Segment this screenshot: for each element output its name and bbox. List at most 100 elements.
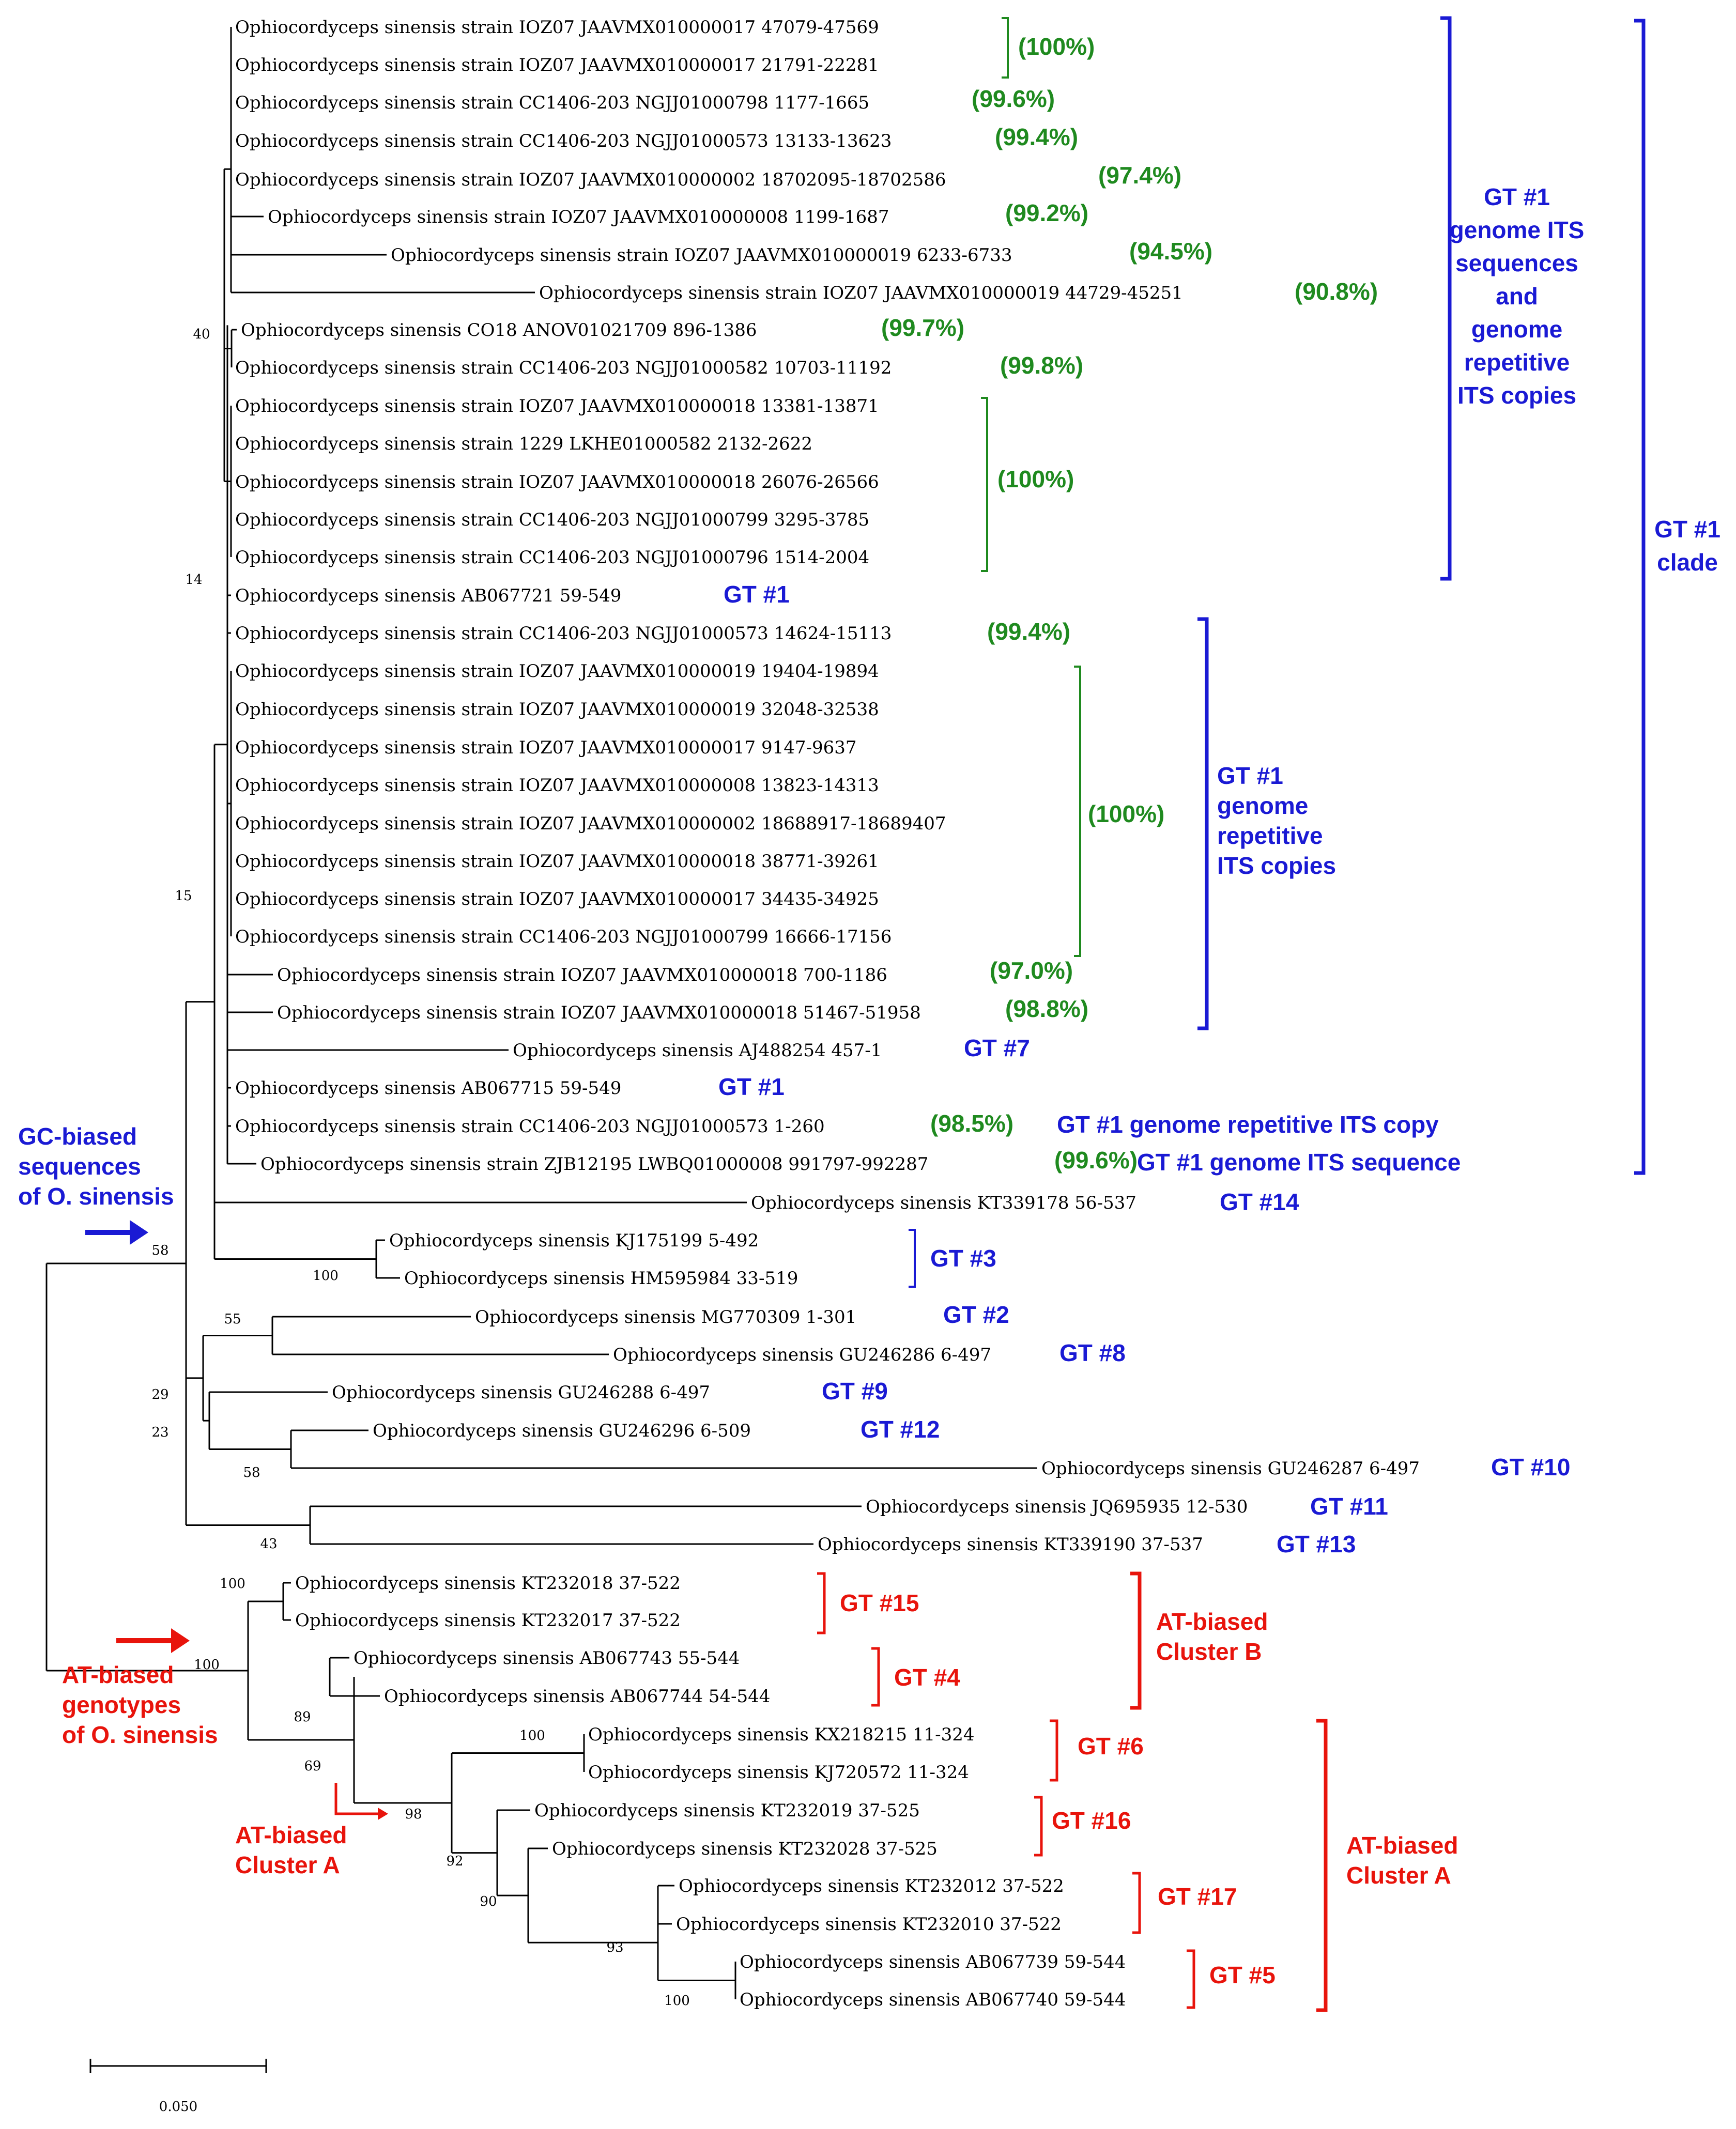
genotype-label: GT #4	[894, 1664, 960, 1691]
taxon-label: Ophiocordyceps sinensis KT339178 56-537	[751, 1193, 1136, 1213]
taxon-label: Ophiocordyceps sinensis MG770309 1-301	[475, 1307, 856, 1328]
group-bracket	[909, 1229, 916, 1288]
similarity-label: (98.8%)	[1005, 995, 1088, 1022]
taxon-label: Ophiocordyceps sinensis strain IOZ07 JAA…	[235, 813, 946, 834]
similarity-label: (99.8%)	[1000, 352, 1083, 379]
taxon-label: Ophiocordyceps sinensis strain IOZ07 JAA…	[235, 396, 879, 416]
taxon-label: Ophiocordyceps sinensis KT232017 37-522	[295, 1610, 681, 1631]
bootstrap-value: 55	[224, 1312, 241, 1327]
group-label-gt1-genome: genome	[1471, 316, 1562, 343]
taxon-label: Ophiocordyceps sinensis strain IOZ07 JAA…	[235, 17, 879, 38]
taxon-label: Ophiocordyceps sinensis strain IOZ07 JAA…	[277, 1002, 921, 1023]
bootstrap-value: 69	[304, 1758, 321, 1774]
similarity-label: (100%)	[1088, 800, 1164, 827]
genotype-label: GT #14	[1220, 1189, 1299, 1215]
bootstrap-value: 100	[220, 1576, 245, 1592]
taxon-label: Ophiocordyceps sinensis KT339190 37-537	[818, 1534, 1203, 1555]
group-bracket	[981, 397, 988, 572]
taxon-label: Ophiocordyceps sinensis KT232010 37-522	[676, 1914, 1062, 1935]
group-label-gt1-genome: sequences	[1455, 250, 1578, 276]
taxon-label: Ophiocordyceps sinensis strain IOZ07 JAA…	[391, 245, 1012, 266]
taxon-label: Ophiocordyceps sinensis AB067721 59-549	[235, 585, 621, 606]
bootstrap-value: 100	[313, 1268, 339, 1284]
genotype-label: GT #6	[1078, 1733, 1144, 1760]
at-biased-arrow-head	[171, 1628, 190, 1653]
bootstrap-value: 29	[151, 1387, 168, 1402]
genotype-label: GT #9	[822, 1378, 888, 1405]
taxon-label: Ophiocordyceps sinensis CO18 ANOV0102170…	[241, 320, 757, 341]
bootstrap-value: 43	[260, 1536, 277, 1552]
genotype-label: GT #15	[840, 1590, 919, 1616]
taxon-label: Ophiocordyceps sinensis KJ720572 11-324	[588, 1762, 969, 1783]
similarity-label: (99.6%)	[1054, 1147, 1138, 1174]
group-label-at-biased-genotypes: genotypes	[62, 1691, 181, 1718]
taxon-label: Ophiocordyceps sinensis strain IOZ07 JAA…	[235, 169, 946, 190]
bootstrap-value: 92	[446, 1854, 463, 1869]
taxon-label: Ophiocordyceps sinensis strain CC1406-20…	[235, 927, 892, 947]
group-bracket-gt1-repetitive	[1197, 617, 1209, 1030]
similarity-label: (90.8%)	[1295, 278, 1378, 305]
group-label-gc-biased: of O. sinensis	[18, 1183, 174, 1210]
taxon-label: Ophiocordyceps sinensis KT232018 37-522	[295, 1573, 681, 1594]
group-label-at-cluster-a: AT-biased	[1346, 1832, 1458, 1859]
taxon-label: Ophiocordyceps sinensis GU246287 6-497	[1041, 1458, 1420, 1479]
taxon-label: Ophiocordyceps sinensis strain IOZ07 JAA…	[235, 889, 879, 909]
group-label-gc-biased: sequences	[18, 1153, 141, 1180]
group-bracket	[1074, 666, 1081, 957]
taxon-label: Ophiocordyceps sinensis strain IOZ07 JAA…	[539, 283, 1183, 303]
genotype-label: GT #10	[1491, 1454, 1570, 1480]
group-label-gt1-genome: repetitive	[1464, 349, 1570, 376]
genotype-label: GT #13	[1277, 1531, 1356, 1557]
genotype-label: GT #5	[1209, 1962, 1276, 1988]
group-bracket-gt1-genome	[1440, 16, 1452, 581]
genotype-label: GT #12	[861, 1416, 940, 1443]
similarity-label: (99.4%)	[987, 618, 1070, 645]
bootstrap-value: 93	[606, 1940, 623, 1955]
bootstrap-value: 58	[243, 1465, 260, 1480]
group-bracket	[1132, 1872, 1141, 1934]
taxon-label: Ophiocordyceps sinensis strain CC1406-20…	[235, 1116, 825, 1137]
taxon-label: Ophiocordyceps sinensis JQ695935 12-530	[866, 1497, 1248, 1517]
taxon-label: Ophiocordyceps sinensis KT232019 37-525	[534, 1800, 920, 1821]
bootstrap-value: 98	[405, 1807, 422, 1822]
taxon-label: Ophiocordyceps sinensis strain CC1406-20…	[235, 131, 892, 151]
taxon-label: Ophiocordyceps sinensis HM595984 33-519	[404, 1268, 798, 1289]
taxon-label: Ophiocordyceps sinensis GU246288 6-497	[332, 1382, 710, 1403]
taxon-label: Ophiocordyceps sinensis KX218215 11-324	[588, 1724, 974, 1745]
bootstrap-value: 58	[151, 1243, 168, 1258]
taxon-label: Ophiocordyceps sinensis strain 1229 LKHE…	[235, 434, 812, 454]
bootstrap-value: 100	[194, 1657, 220, 1673]
similarity-label: (100%)	[1018, 33, 1095, 60]
similarity-label: (100%)	[997, 466, 1074, 492]
group-label-gt1-genome: and	[1496, 283, 1538, 310]
group-bracket	[817, 1572, 826, 1634]
similarity-label: (98.5%)	[930, 1110, 1013, 1137]
taxon-label: Ophiocordyceps sinensis strain IOZ07 JAA…	[235, 851, 879, 872]
group-label-at-cluster-b: Cluster B	[1156, 1638, 1262, 1665]
bootstrap-value: 23	[151, 1425, 168, 1440]
similarity-label: (94.5%)	[1129, 238, 1212, 265]
genotype-label: GT #3	[930, 1245, 996, 1272]
taxon-label: Ophiocordyceps sinensis strain IOZ07 JAA…	[268, 207, 889, 227]
bootstrap-value: 40	[193, 327, 210, 342]
taxon-label: Ophiocordyceps sinensis strain CC1406-20…	[235, 92, 869, 113]
genotype-label: GT #1 genome ITS sequence	[1137, 1149, 1461, 1176]
taxon-label: Ophiocordyceps sinensis KJ175199 5-492	[389, 1230, 759, 1251]
bootstrap-value: 90	[480, 1894, 497, 1909]
group-bracket-at-cluster-b	[1130, 1571, 1142, 1710]
group-arrows	[85, 1220, 388, 1820]
group-label-gt1-genome: genome ITS	[1450, 217, 1585, 243]
group-label-gt1-repetitive: repetitive	[1217, 822, 1323, 849]
group-bracket	[1002, 17, 1009, 79]
group-label-at-cluster-a: Cluster A	[1346, 1862, 1451, 1889]
similarity-label: (99.6%)	[972, 85, 1055, 112]
taxon-label: Ophiocordyceps sinensis strain CC1406-20…	[235, 547, 869, 568]
group-bracket	[871, 1647, 880, 1707]
taxon-label: Ophiocordyceps sinensis KT232028 37-525	[552, 1839, 938, 1859]
bootstrap-value: 89	[294, 1709, 311, 1725]
genotype-label: GT #1	[718, 1073, 785, 1100]
group-label-gt1-clade: GT #1	[1654, 516, 1720, 543]
taxon-label: Ophiocordyceps sinensis AB067744 54-544	[384, 1686, 770, 1707]
group-label-gt1-repetitive: genome	[1217, 792, 1308, 819]
group-label-gt1-clade: clade	[1657, 549, 1718, 576]
